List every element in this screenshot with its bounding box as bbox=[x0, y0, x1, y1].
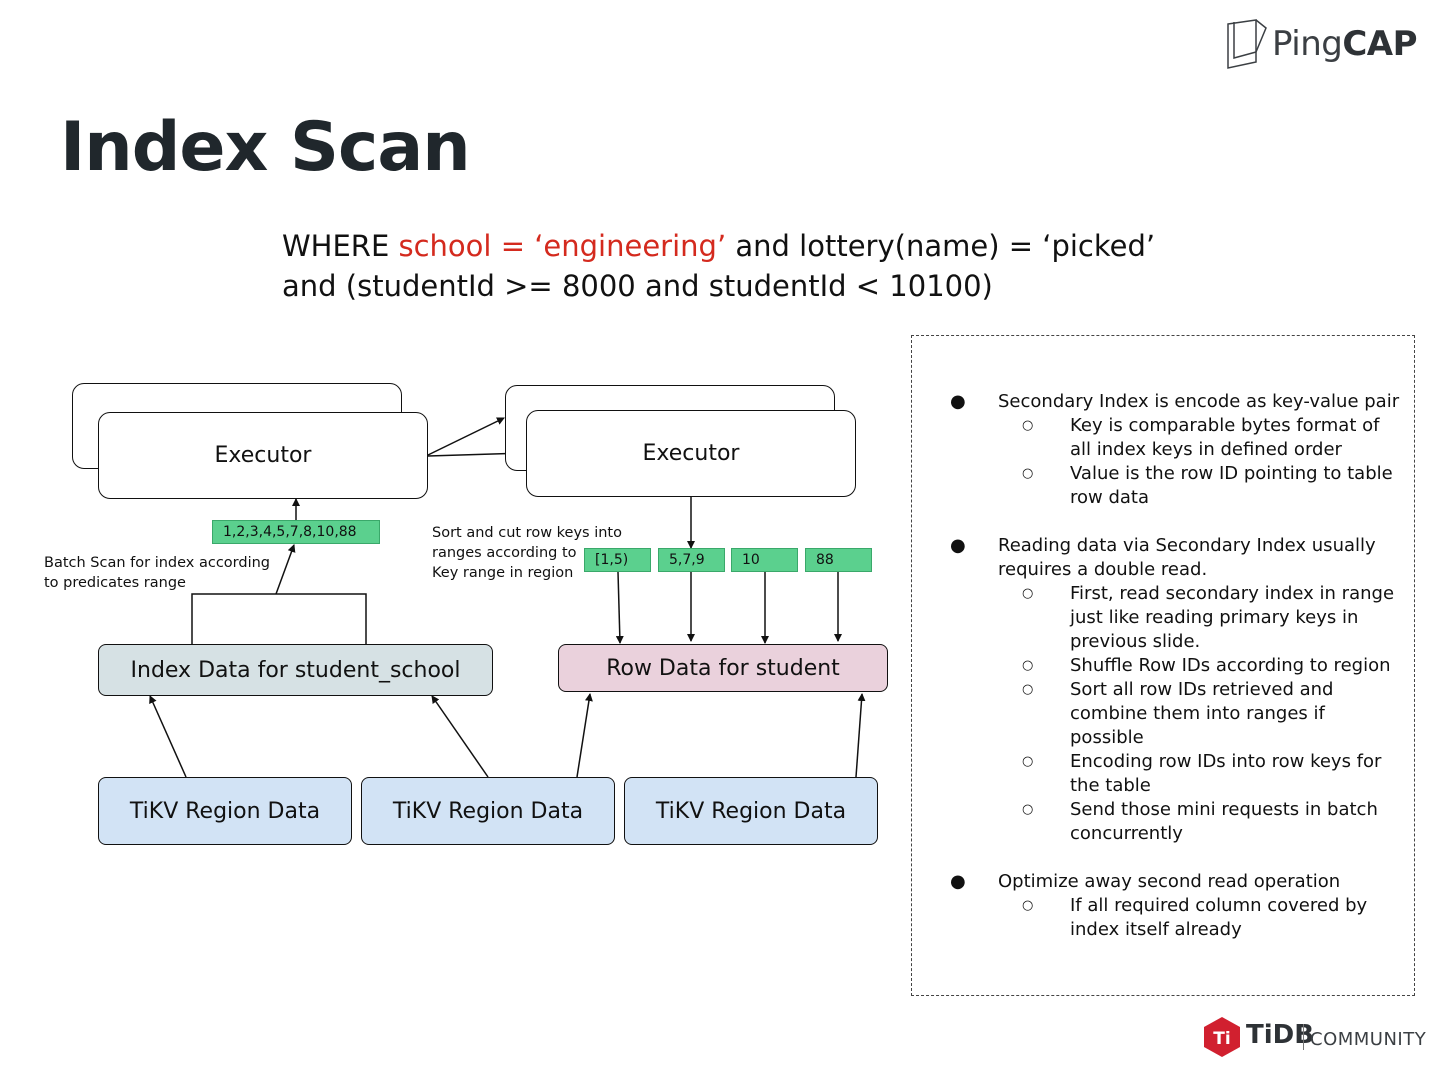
where-line-1: WHERE school = ‘engineering’ and lottery… bbox=[282, 226, 1155, 266]
where-line-2: and (studentId >= 8000 and studentId < 1… bbox=[282, 269, 993, 303]
sub-bullet-circle-icon: ○ bbox=[1022, 682, 1034, 697]
where-suffix: and lottery(name) = ‘picked’ bbox=[726, 229, 1156, 263]
sort-cut-note: Sort and cut row keys into ranges accord… bbox=[432, 523, 622, 583]
bullet-text: Key is comparable bytes format of bbox=[1070, 415, 1380, 436]
tikv-region-box: TiKV Region Data bbox=[98, 777, 352, 845]
pingcap-logo-icon bbox=[1227, 19, 1267, 69]
bullet-text: possible bbox=[1070, 727, 1144, 748]
executor-right: Executor bbox=[526, 410, 856, 497]
bullet-text: First, read secondary index in range bbox=[1070, 583, 1395, 604]
bullet-text: the table bbox=[1070, 775, 1151, 796]
bullet-text: Shuffle Row IDs according to region bbox=[1070, 655, 1391, 676]
range-tag: 10 bbox=[731, 548, 798, 572]
range-tag-label: 10 bbox=[742, 552, 760, 568]
row-data-label: Row Data for student bbox=[606, 655, 840, 681]
note-line: Batch Scan for index according bbox=[44, 555, 271, 571]
sub-bullet-circle-icon: ○ bbox=[1022, 658, 1034, 673]
index-data-label: Index Data for student_school bbox=[130, 657, 461, 683]
bullet-text: Send those mini requests in batch bbox=[1070, 799, 1378, 820]
where-prefix: WHERE bbox=[282, 229, 399, 263]
tikv-region-box: TiKV Region Data bbox=[624, 777, 878, 845]
bullet-text: index itself already bbox=[1070, 919, 1242, 940]
executor-right-label: Executor bbox=[642, 441, 740, 466]
bullet-dot-icon: ● bbox=[950, 871, 966, 892]
bullet-text: Reading data via Secondary Index usually bbox=[998, 535, 1376, 556]
tidb-wordmark: TiDB bbox=[1246, 1020, 1315, 1050]
bullet-text: combine them into ranges if bbox=[1070, 703, 1325, 724]
executor-left-label: Executor bbox=[214, 443, 312, 468]
bullet-text: row data bbox=[1070, 487, 1150, 508]
range-tag-label: [1,5) bbox=[595, 552, 629, 568]
svg-text:Ti: Ti bbox=[1213, 1029, 1230, 1049]
executor-left: Executor bbox=[98, 412, 428, 499]
row-data-box: Row Data for student bbox=[558, 644, 888, 692]
range-tag-label: 5,7,9 bbox=[669, 552, 705, 568]
bullet-text: concurrently bbox=[1070, 823, 1183, 844]
bullet-text: Secondary Index is encode as key-value p… bbox=[998, 391, 1400, 412]
tikv-region-label: TiKV Region Data bbox=[655, 798, 847, 824]
tikv-region-label: TiKV Region Data bbox=[392, 798, 584, 824]
page-title: Index Scan bbox=[60, 108, 471, 187]
info-panel: ● Secondary Index is encode as key-value … bbox=[911, 335, 1415, 996]
tidb-logo-icon: Ti bbox=[1204, 1017, 1240, 1057]
note-line: Sort and cut row keys into bbox=[432, 525, 622, 541]
sub-bullet-circle-icon: ○ bbox=[1022, 754, 1034, 769]
tikv-region-box: TiKV Region Data bbox=[361, 777, 615, 845]
sub-bullet-circle-icon: ○ bbox=[1022, 466, 1034, 481]
note-line: Key range in region bbox=[432, 565, 574, 581]
bullet-text: Optimize away second read operation bbox=[998, 871, 1341, 892]
bullet-text: If all required column covered by bbox=[1070, 895, 1368, 916]
where-highlight: school = ‘engineering’ bbox=[398, 229, 727, 263]
sub-bullet-circle-icon: ○ bbox=[1022, 802, 1034, 817]
bullet-text: Encoding row IDs into row keys for bbox=[1070, 751, 1382, 772]
bullet-text: all index keys in defined order bbox=[1070, 439, 1342, 460]
index-keys-tag: 1,2,3,4,5,7,8,10,88 bbox=[212, 520, 380, 544]
sub-bullet-circle-icon: ○ bbox=[1022, 898, 1034, 913]
bullet-dot-icon: ● bbox=[950, 535, 966, 556]
bullet-dot-icon: ● bbox=[950, 391, 966, 412]
bullet-text: previous slide. bbox=[1070, 631, 1201, 652]
tidb-divider bbox=[1303, 1024, 1304, 1050]
where-clause: WHERE school = ‘engineering’ and lottery… bbox=[282, 226, 1155, 306]
pingcap-wordmark: PingCAP bbox=[1272, 24, 1418, 64]
bullet-text: Value is the row ID pointing to table bbox=[1070, 463, 1393, 484]
range-tag: 88 bbox=[805, 548, 872, 572]
index-data-box: Index Data for student_school bbox=[98, 644, 493, 696]
range-tag: [1,5) bbox=[584, 548, 651, 572]
range-tag-label: 88 bbox=[816, 552, 834, 568]
bullet-text: just like reading primary keys in bbox=[1070, 607, 1359, 628]
sub-bullet-circle-icon: ○ bbox=[1022, 418, 1034, 433]
sub-bullet-circle-icon: ○ bbox=[1022, 586, 1034, 601]
community-wordmark: COMMUNITY bbox=[1310, 1029, 1427, 1050]
bullet-text: Sort all row IDs retrieved and bbox=[1070, 679, 1334, 700]
tikv-region-label: TiKV Region Data bbox=[129, 798, 321, 824]
bullet-text: requires a double read. bbox=[998, 559, 1208, 580]
pingcap-wordmark-light: Ping bbox=[1272, 24, 1343, 64]
index-keys-tag-label: 1,2,3,4,5,7,8,10,88 bbox=[223, 524, 357, 540]
pingcap-wordmark-bold: CAP bbox=[1342, 24, 1418, 64]
note-line: ranges according to bbox=[432, 545, 577, 561]
batch-scan-note: Batch Scan for index according to predic… bbox=[44, 553, 270, 593]
range-tag: 5,7,9 bbox=[658, 548, 725, 572]
note-line: to predicates range bbox=[44, 575, 186, 591]
